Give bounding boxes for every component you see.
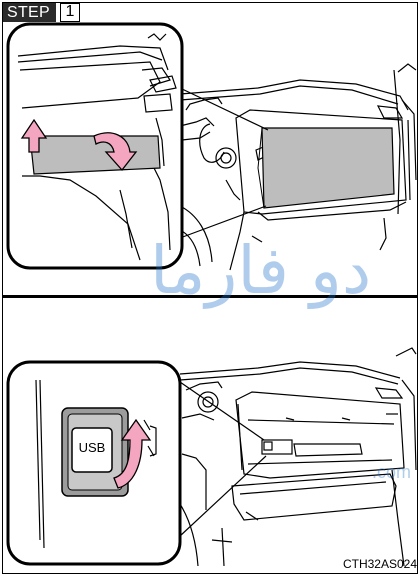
figure-code: CTH32AS024 bbox=[343, 557, 417, 571]
usb-label: USB bbox=[72, 440, 112, 455]
step-number: 1 bbox=[60, 3, 80, 22]
section-divider bbox=[2, 295, 418, 298]
step-label: STEP bbox=[3, 3, 56, 22]
